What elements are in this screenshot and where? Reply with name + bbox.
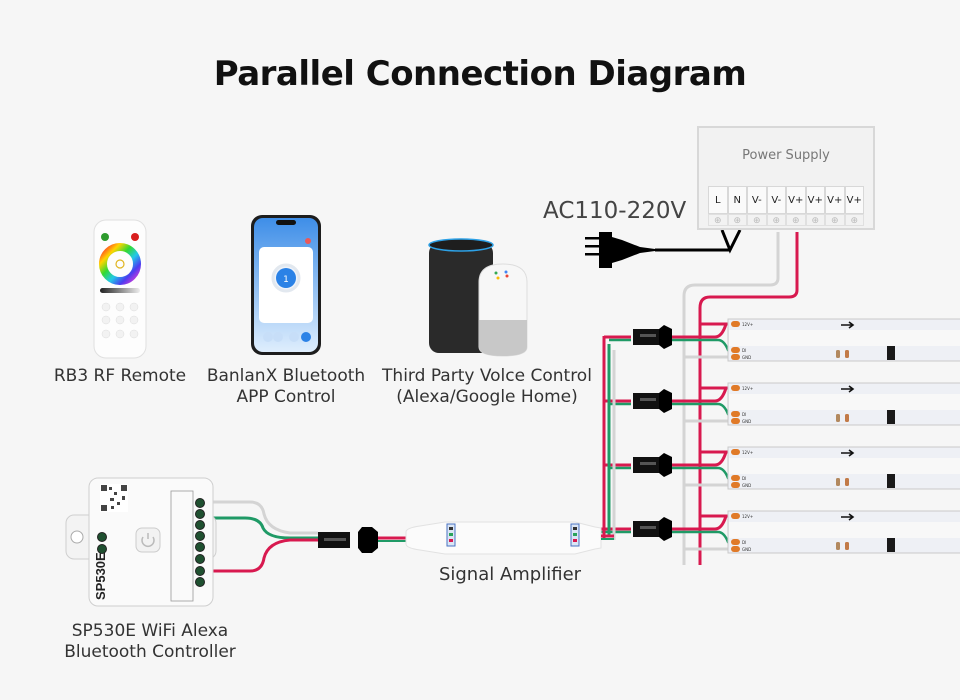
direction-arrow-icon (841, 513, 855, 521)
capacitor-icon (845, 350, 849, 358)
ac-plug-icon (585, 229, 742, 268)
voice-label-line1: Third Party Volce Control (382, 366, 592, 386)
remote-device (93, 219, 147, 359)
led-strip-1: 12V+ DI GND (604, 318, 960, 362)
app-label: BanlanX Bluetooth APP Control (196, 366, 376, 408)
pad-label-12v: 12V+ (742, 450, 753, 455)
controller-label-line2: Bluetooth Controller (64, 642, 236, 662)
app-screen-value: 1 (283, 275, 289, 285)
resistor-icon (836, 350, 840, 358)
terminal-screw-icon: ⊕ (844, 214, 864, 226)
terminal-screw-icon: ⊕ (766, 214, 786, 226)
solder-pad (731, 482, 740, 488)
terminal-screw-icon: ⊕ (786, 214, 806, 226)
solder-pad (731, 546, 740, 552)
direction-arrow-icon (841, 321, 855, 329)
signal-amplifier (405, 521, 602, 555)
power-supply-title: Power Supply (742, 148, 830, 163)
solder-pad (731, 513, 740, 519)
pad-label-gnd: GND (742, 355, 751, 360)
pad-label-gnd: GND (742, 419, 751, 424)
solder-pad (731, 449, 740, 455)
solder-pad (731, 539, 740, 545)
led-strip-4: 12V+ DI GND (601, 510, 960, 554)
controller-label-line1: SP530E WiFi Alexa (71, 621, 229, 641)
ic-chip-icon (887, 538, 895, 552)
led-strip-3: 12V+ DI GND (604, 446, 960, 490)
led-strip-2: 12V+ DI GND (604, 382, 960, 426)
pad-label-12v: 12V+ (742, 386, 753, 391)
solder-pad (731, 385, 740, 391)
pad-label-12v: 12V+ (742, 514, 753, 519)
pad-label-di: DI (742, 476, 746, 481)
app-label-line2: APP Control (236, 387, 336, 407)
capacitor-icon (845, 542, 849, 550)
terminal-screw-icon: ⊕ (727, 214, 747, 226)
pad-label-gnd: GND (742, 547, 751, 552)
terminal-vplus: V+ (825, 186, 845, 214)
resistor-icon (836, 542, 840, 550)
terminal-vminus: V- (766, 186, 786, 214)
controller-model: SP530E (93, 552, 108, 600)
terminal-l: L (708, 186, 728, 214)
terminal-screw-icon: ⊕ (825, 214, 845, 226)
terminal-vplus: V+ (786, 186, 806, 214)
amplifier-label: Signal Amplifier (438, 564, 582, 585)
terminal-screw-icon: ⊕ (708, 214, 728, 226)
solder-pad (731, 354, 740, 360)
pad-label-12v: 12V+ (742, 322, 753, 327)
controller-label: SP530E WiFi Alexa Bluetooth Controller (40, 621, 260, 663)
solder-pad (731, 411, 740, 417)
resistor-icon (836, 414, 840, 422)
solder-pad (731, 418, 740, 424)
app-label-line1: BanlanX Bluetooth (206, 366, 366, 386)
solder-pad (731, 475, 740, 481)
controller-device: SP530E (65, 477, 217, 607)
voice-label-line2: (Alexa/Google Home) (396, 387, 578, 407)
smart-speakers (428, 238, 528, 357)
pad-label-gnd: GND (742, 483, 751, 488)
terminal-screw-icon: ⊕ (805, 214, 825, 226)
remote-label: RB3 RF Remote (53, 366, 187, 386)
solder-pad (731, 347, 740, 353)
terminal-screws: ⊕⊕⊕⊕⊕⊕⊕⊕ (708, 214, 864, 226)
direction-arrow-icon (841, 449, 855, 457)
terminal-vplus: V+ (805, 186, 825, 214)
ic-chip-icon (887, 474, 895, 488)
pad-label-di: DI (742, 412, 746, 417)
terminal-screw-icon: ⊕ (747, 214, 767, 226)
solder-pad (731, 321, 740, 327)
pad-label-di: DI (742, 348, 746, 353)
ic-chip-icon (887, 410, 895, 424)
direction-arrow-icon (841, 385, 855, 393)
ic-chip-icon (887, 346, 895, 360)
pad-label-di: DI (742, 540, 746, 545)
terminal-vminus: V- (747, 186, 767, 214)
resistor-icon (836, 478, 840, 486)
capacitor-icon (845, 414, 849, 422)
phone-device: 1 (251, 215, 321, 355)
terminal-n: N (727, 186, 747, 214)
connector-female-icon (358, 527, 378, 553)
ac-voltage-label: AC110-220V (543, 198, 687, 224)
page-title: Parallel Connection Diagram (213, 54, 747, 94)
terminal-vplus: V+ (844, 186, 864, 214)
voice-label: Third Party Volce Control (Alexa/Google … (370, 366, 604, 408)
capacitor-icon (845, 478, 849, 486)
